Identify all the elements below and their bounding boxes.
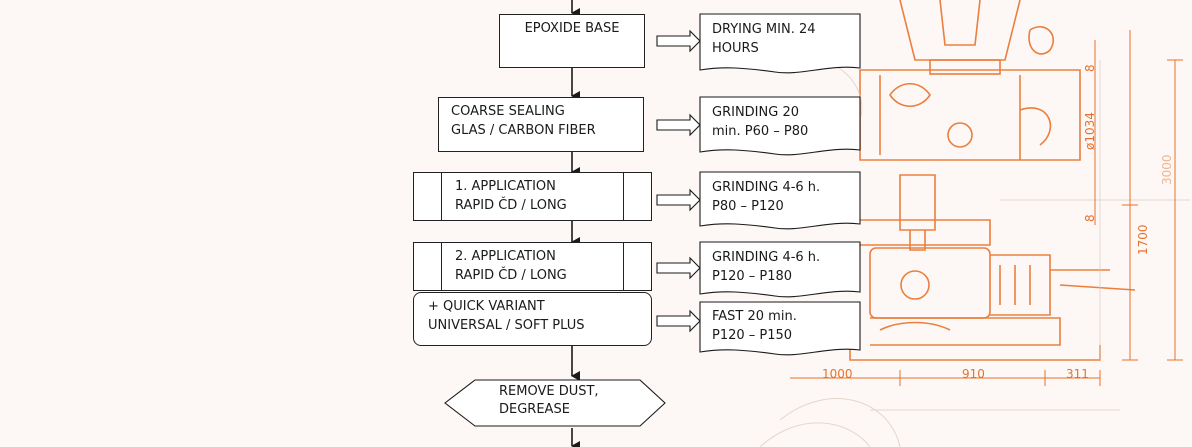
note-drying-line2: HOURS xyxy=(712,41,759,56)
note-fast: FAST 20 min. P120 – P150 xyxy=(702,304,807,348)
step-second-application-line2: RAPID ČD / LONG xyxy=(455,268,567,283)
step-first-application: 1. APPLICATION RAPID ČD / LONG xyxy=(413,172,652,221)
step-second-application-line1: 2. APPLICATION xyxy=(455,249,556,264)
note-grinding-3-line1: GRINDING 4-6 h. xyxy=(712,250,821,265)
note-fast-line1: FAST 20 min. xyxy=(712,309,797,324)
step-second-application: 2. APPLICATION RAPID ČD / LONG xyxy=(413,242,652,291)
step-remove-dust: REMOVE DUST, DEGREASE xyxy=(499,383,599,419)
step-first-application-line2: RAPID ČD / LONG xyxy=(455,198,567,213)
step-coarse-sealing: COARSE SEALING GLAS / CARBON FIBER xyxy=(438,97,644,152)
step-quick-variant-line1: + QUICK VARIANT xyxy=(428,299,545,314)
note-grinding-1: GRINDING 20 min. P60 – P80 xyxy=(702,100,818,144)
step-epoxide-base-text: EPOXIDE BASE xyxy=(524,21,620,36)
note-grinding-3: GRINDING 4-6 h. P120 – P180 xyxy=(702,245,830,289)
dimension-diameter-1034: ø1034 xyxy=(1083,112,1097,150)
note-grinding-3-line2: P120 – P180 xyxy=(712,269,793,284)
note-grinding-1-line2: min. P60 – P80 xyxy=(712,124,809,139)
note-grinding-2-line2: P80 – P120 xyxy=(712,199,784,214)
dimension-8-bottom: 8 xyxy=(1083,214,1097,222)
note-drying-line1: DRYING MIN. 24 xyxy=(712,22,816,37)
note-drying: DRYING MIN. 24 HOURS xyxy=(702,17,826,61)
step-coarse-sealing-line2: GLAS / CARBON FIBER xyxy=(451,123,596,138)
dimension-1700: 1700 xyxy=(1136,224,1150,255)
step-quick-variant-line2: UNIVERSAL / SOFT PLUS xyxy=(428,318,585,333)
step-epoxide-base: EPOXIDE BASE xyxy=(499,14,645,68)
step-remove-dust-line1: REMOVE DUST, xyxy=(499,384,599,399)
note-grinding-2-line1: GRINDING 4-6 h. xyxy=(712,180,821,195)
dimension-910: 910 xyxy=(962,367,985,381)
dimension-3000: 3000 xyxy=(1160,154,1174,185)
step-remove-dust-line2: DEGREASE xyxy=(499,402,570,417)
step-first-application-line1: 1. APPLICATION xyxy=(455,179,556,194)
step-quick-variant: + QUICK VARIANT UNIVERSAL / SOFT PLUS xyxy=(413,292,652,346)
note-fast-line2: P120 – P150 xyxy=(712,328,793,343)
dimension-8-top: 8 xyxy=(1083,64,1097,72)
dimension-311: 311 xyxy=(1066,367,1089,381)
step-coarse-sealing-line1: COARSE SEALING xyxy=(451,104,565,119)
note-grinding-2: GRINDING 4-6 h. P80 – P120 xyxy=(702,175,830,219)
note-grinding-1-line1: GRINDING 20 xyxy=(712,105,799,120)
dimension-1000: 1000 xyxy=(822,367,853,381)
